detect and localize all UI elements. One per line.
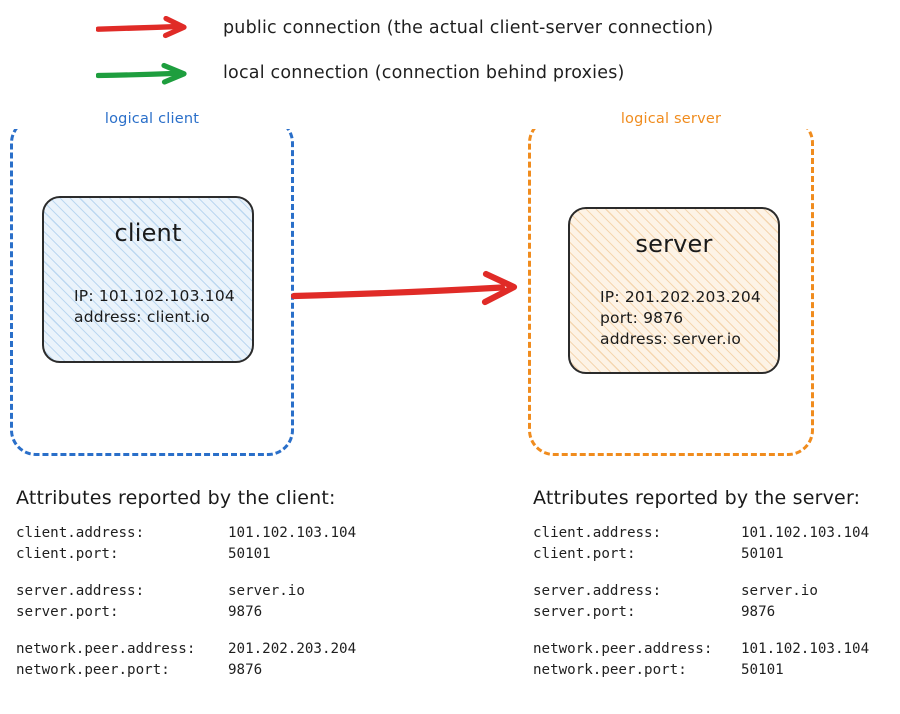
legend: public connection (the actual client-ser…: [0, 0, 900, 104]
attribute-row: network.peer.address: 201.202.203.204: [16, 639, 356, 660]
attribute-value: 201.202.203.204: [228, 641, 357, 657]
attribute-group: client.address: 101.102.103.104 client.p…: [533, 523, 869, 565]
attribute-group: network.peer.address: 201.202.203.204 ne…: [16, 639, 356, 681]
attribute-row: server.address: server.io: [16, 581, 356, 602]
server-node-title: server: [635, 230, 713, 258]
client-node-ip: IP: 101.102.103.104: [74, 287, 235, 305]
attribute-row: network.peer.port: 9876: [16, 660, 356, 681]
server-node-port: port: 9876: [600, 309, 684, 327]
attribute-group: server.address: server.io server.port: 9…: [533, 581, 869, 623]
attribute-row: client.port: 50101: [533, 544, 869, 565]
attribute-value: 101.102.103.104: [741, 525, 870, 541]
logical-server-label: logical server: [531, 109, 811, 129]
attribute-value: 101.102.103.104: [228, 525, 357, 541]
attribute-key: client.address:: [16, 525, 145, 541]
attribute-value: 9876: [228, 662, 263, 678]
client-node-address: address: client.io: [74, 308, 210, 326]
attribute-value: 50101: [741, 662, 784, 678]
attribute-row: server.port: 9876: [16, 602, 356, 623]
attribute-key: server.port:: [16, 604, 119, 620]
attribute-value: 50101: [741, 546, 784, 562]
attribute-key: client.port:: [533, 546, 636, 562]
green-arrow-icon: [96, 61, 196, 85]
attribute-key: server.address:: [16, 583, 145, 599]
client-node: client IP: 101.102.103.104 address: clie…: [42, 196, 254, 363]
server-node-ip: IP: 201.202.203.204: [600, 288, 761, 306]
attribute-row: client.port: 50101: [16, 544, 356, 565]
attribute-row: server.address: server.io: [533, 581, 869, 602]
attribute-value: 9876: [228, 604, 263, 620]
attributes-reported-by-client: Attributes reported by the client: clien…: [16, 487, 356, 681]
attribute-value: 9876: [741, 604, 776, 620]
attribute-group: server.address: server.io server.port: 9…: [16, 581, 356, 623]
attribute-row: server.port: 9876: [533, 602, 869, 623]
attribute-group: client.address: 101.102.103.104 client.p…: [16, 523, 356, 565]
public-connection-arrow: [290, 266, 528, 318]
attributes-reported-by-server: Attributes reported by the server: clien…: [533, 487, 869, 681]
attribute-row: client.address: 101.102.103.104: [533, 523, 869, 544]
attribute-key: network.peer.address:: [16, 641, 196, 657]
attribute-row: client.address: 101.102.103.104: [16, 523, 356, 544]
attribute-key: network.peer.port:: [16, 662, 170, 678]
attribute-row: network.peer.address: 101.102.103.104: [533, 639, 869, 660]
legend-item-public-connection: public connection (the actual client-ser…: [96, 11, 713, 45]
attribute-key: network.peer.port:: [533, 662, 687, 678]
attribute-value: 50101: [228, 546, 271, 562]
legend-label-public-connection: public connection (the actual client-ser…: [223, 18, 714, 38]
attribute-row: network.peer.port: 50101: [533, 660, 869, 681]
logical-client-label: logical client: [13, 109, 291, 129]
attribute-value: 101.102.103.104: [741, 641, 870, 657]
server-node: server IP: 201.202.203.204 port: 9876 ad…: [568, 207, 780, 374]
server-node-details: IP: 201.202.203.204 port: 9876 address: …: [600, 287, 761, 350]
client-node-details: IP: 101.102.103.104 address: client.io: [74, 286, 235, 328]
logical-client-group: logical client: [10, 109, 294, 456]
attribute-key: client.address:: [533, 525, 662, 541]
attribute-key: client.port:: [16, 546, 119, 562]
attribute-key: server.port:: [533, 604, 636, 620]
legend-item-local-connection: local connection (connection behind prox…: [96, 56, 625, 90]
attribute-value: server.io: [741, 583, 818, 599]
attributes-client-heading: Attributes reported by the client:: [16, 487, 336, 509]
attribute-key: server.address:: [533, 583, 662, 599]
attributes-server-heading: Attributes reported by the server:: [533, 487, 861, 509]
attribute-value: server.io: [228, 583, 305, 599]
attribute-key: network.peer.address:: [533, 641, 713, 657]
client-node-title: client: [114, 219, 182, 247]
server-node-address: address: server.io: [600, 330, 742, 348]
attribute-group: network.peer.address: 101.102.103.104 ne…: [533, 639, 869, 681]
logical-server-group: logical server: [528, 109, 814, 456]
legend-label-local-connection: local connection (connection behind prox…: [223, 63, 625, 83]
red-arrow-icon: [96, 16, 196, 40]
